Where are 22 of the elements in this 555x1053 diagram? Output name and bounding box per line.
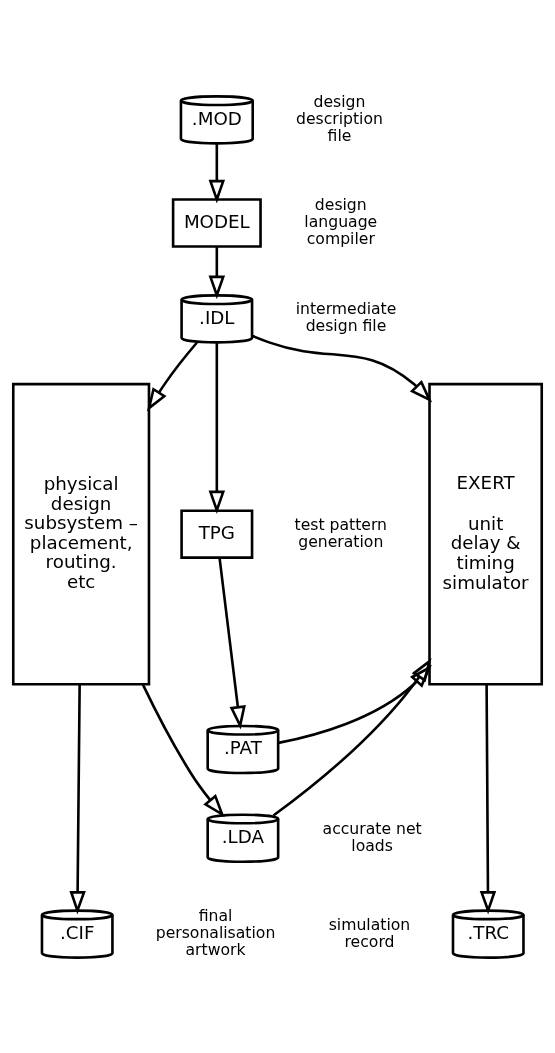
node-box: physical design subsystem – placement, routing. etc	[11, 382, 151, 686]
arrow	[208, 342, 226, 514]
arrow	[218, 557, 246, 729]
node-box: EXERT unit delay & timing simulator	[428, 382, 544, 686]
node-box: MODEL	[171, 197, 262, 248]
arrow	[272, 657, 432, 817]
node-label: intermediate design file	[295, 298, 397, 335]
node-label: final personalisation artwork	[155, 905, 276, 959]
arrow	[69, 684, 86, 914]
node-label: design language compiler	[304, 194, 378, 248]
arrow	[141, 683, 225, 817]
node-label: accurate net loads	[322, 818, 422, 855]
arrow	[146, 341, 198, 411]
arrow	[479, 684, 497, 914]
arrow	[208, 143, 226, 203]
node-label: design description file	[296, 91, 383, 145]
node-label: test pattern generation	[294, 514, 388, 551]
arrow	[278, 664, 432, 744]
arrow	[252, 334, 433, 403]
node-box: TPG	[180, 508, 254, 559]
arrow	[208, 246, 226, 299]
node-label: simulation record	[328, 914, 411, 951]
